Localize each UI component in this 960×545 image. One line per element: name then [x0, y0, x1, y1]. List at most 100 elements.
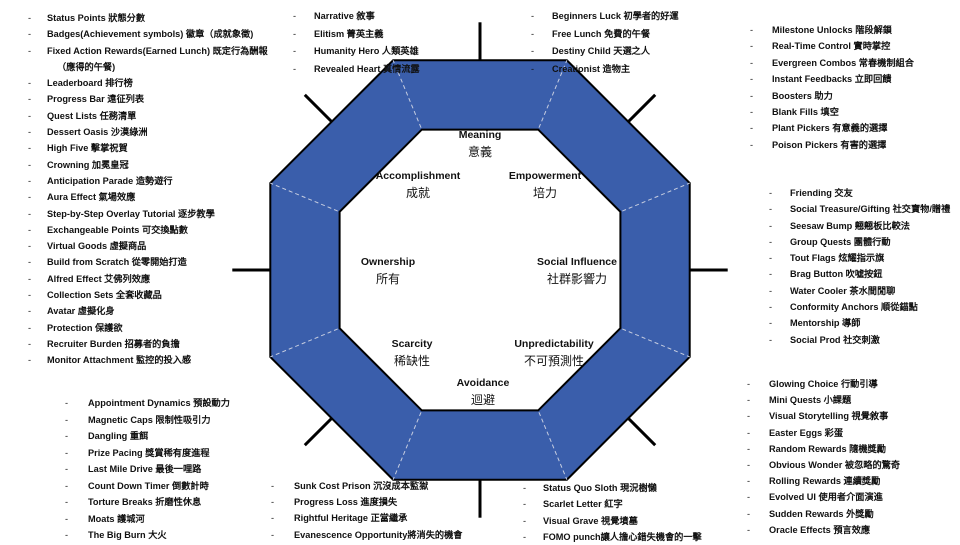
list-item: Beginners Luck 初學者的好運 [531, 8, 679, 26]
spoke-line [303, 414, 336, 447]
list-item: Easter Eggs 彩蛋 [747, 425, 900, 441]
drive-label-zh: 稀缺性 [393, 354, 430, 368]
list-item: Oracle Effects 預言效應 [747, 522, 900, 538]
drive-label-zh: 意義 [467, 145, 492, 159]
list-item: Evolved UI 使用者介面演進 [747, 489, 900, 505]
drive-label-en: Meaning [458, 129, 502, 141]
drive-label-scarcity: Scarcity 稀缺性 [392, 337, 433, 369]
list-item: Exchangeable Points 可交換點數 [28, 222, 268, 239]
drive-label-en: Scarcity [391, 338, 433, 350]
spoke-line [624, 93, 657, 126]
list-item: Conformity Anchors 順從錨點 [769, 299, 950, 316]
list-bottom-right-center: Status Quo Sloth 現況樹懶Scarlet Letter 紅字Vi… [523, 480, 702, 545]
list-item: Brag Button 吹噓按鈕 [769, 266, 950, 283]
list-item: Status Points 狀態分數 [28, 10, 268, 27]
list-item: Anticipation Parade 造勢遊行 [28, 173, 268, 190]
list-item: Sunk Cost Prison 沉沒成本監獄 [271, 478, 462, 494]
drive-label-zh: 不可預測性 [523, 354, 585, 368]
list-item: Sudden Rewards 外獎勵 [747, 506, 900, 522]
list-item: FOMO punch讓人擔心錯失機會的一擊 [523, 529, 702, 545]
list-item: Group Quests 團體行動 [769, 234, 950, 251]
list-item: Visual Grave 視覺墳墓 [523, 513, 702, 530]
list-item: Water Cooler 茶水間閒聊 [769, 283, 950, 300]
list-item: Blank Fills 填空 [750, 104, 914, 121]
list-item: Milestone Unlocks 階段解鎖 [750, 22, 914, 39]
drive-label-en: Accomplishment [375, 170, 461, 182]
list-item: Plant Pickers 有意義的選擇 [750, 120, 914, 137]
list-item-text: Fixed Action Rewards(Earned Lunch) 既定行為酬… [47, 45, 268, 56]
list-item: Narrative 敘事 [293, 8, 420, 26]
drive-label-en: Ownership [360, 256, 416, 268]
list-item: Crowning 加冕皇冠 [28, 157, 268, 174]
drive-label-unpredictability: Unpredictability 不可預測性 [514, 337, 593, 369]
list-item: Mini Quests 小課題 [747, 392, 900, 408]
list-top-right: Milestone Unlocks 階段解鎖Real-Time Control … [750, 22, 914, 154]
spoke-line [303, 93, 336, 126]
list-item: The Big Burn 大火 [65, 527, 230, 544]
inner-octagon [338, 128, 622, 412]
list-item: Social Treasure/Gifting 社交寶物/贈禮 [769, 201, 950, 218]
drive-label-zh: 迴避 [470, 393, 495, 407]
list-item: Alfred Effect 艾佛列效應 [28, 271, 268, 288]
drive-label-meaning: Meaning 意義 [459, 128, 502, 160]
list-item: Rolling Rewards 連續獎勵 [747, 473, 900, 489]
drive-label-en: Social Influence [537, 256, 617, 268]
list-item: Random Rewards 隨機獎勵 [747, 441, 900, 457]
list-top-right-center: Beginners Luck 初學者的好運Free Lunch 免費的午餐Des… [531, 8, 679, 78]
list-top-left: Status Points 狀態分數Badges(Achievement sym… [28, 10, 268, 369]
list-item: Fixed Action Rewards(Earned Lunch) 既定行為酬… [28, 43, 268, 76]
list-item: Progress Bar 遠征列表 [28, 91, 268, 108]
list-item: Torture Breaks 折磨性休息 [65, 494, 230, 511]
list-item: Collection Sets 全套收藏品 [28, 287, 268, 304]
list-item: Monitor Attachment 監控的投入感 [28, 352, 268, 369]
list-item: Scarlet Letter 紅字 [523, 496, 702, 513]
list-item: Friending 交友 [769, 185, 950, 202]
drive-label-en: Empowerment [508, 170, 582, 182]
list-item: Dessert Oasis 沙漠綠洲 [28, 124, 268, 141]
list-bottom-center: Sunk Cost Prison 沉沒成本監獄Progress Loss 進度損… [271, 478, 462, 543]
list-item: Quest Lists 任務清單 [28, 108, 268, 125]
drive-label-avoidance: Avoidance 迴避 [457, 376, 510, 408]
drive-label-en: Unpredictability [514, 338, 594, 350]
list-item: Evanescence Opportunity將消失的機會 [271, 527, 462, 543]
list-item: High Five 擊掌祝賀 [28, 140, 268, 157]
list-top-center: Narrative 敘事Elitism 菁英主義Humanity Hero 人類… [293, 8, 420, 78]
list-item: Rightful Heritage 正當繼承 [271, 510, 462, 526]
drive-label-ownership: Ownership 所有 [361, 255, 415, 287]
list-item: Real-Time Control 實時掌控 [750, 38, 914, 55]
drive-label-zh: 成就 [405, 186, 431, 200]
list-item: Appointment Dynamics 預設動力 [65, 395, 230, 412]
list-item: Progress Loss 進度損失 [271, 494, 462, 510]
list-item: Protection 保護欲 [28, 320, 268, 337]
list-item: Destiny Child 天選之人 [531, 43, 679, 61]
list-item: Prize Pacing 獎賞稀有度進程 [65, 445, 230, 462]
list-item: Tout Flags 炫耀指示旗 [769, 250, 950, 267]
list-item: Mentorship 導師 [769, 315, 950, 332]
list-item: Dangling 重餌 [65, 428, 230, 445]
list-item: Recruiter Burden 招募者的負擔 [28, 336, 268, 353]
list-item: Last Mile Drive 最後一哩路 [65, 461, 230, 478]
list-item: Visual Storytelling 視覺敘事 [747, 408, 900, 424]
list-item: Seesaw Bump 翹翹板比較法 [769, 218, 950, 235]
list-item: Avatar 虛擬化身 [28, 303, 268, 320]
drive-label-en: Avoidance [456, 377, 510, 389]
spoke-line [624, 414, 657, 447]
list-item: Creationist 造物主 [531, 61, 679, 79]
list-item: Social Prod 社交刺激 [769, 332, 950, 349]
list-item: Badges(Achievement symbols) 徽章（成就象徵) [28, 26, 268, 43]
list-item: Glowing Choice 行動引導 [747, 376, 900, 392]
list-bottom-left: Appointment Dynamics 預設動力Magnetic Caps 限… [65, 395, 230, 544]
list-item: Evergreen Combos 常春機制組合 [750, 55, 914, 72]
list-right: Friending 交友Social Treasure/Gifting 社交寶物… [769, 185, 950, 348]
list-bottom-right: Glowing Choice 行動引導Mini Quests 小課題Visual… [747, 376, 900, 538]
drive-label-zh: 社群影響力 [546, 272, 608, 286]
list-item: Virtual Goods 虛擬商品 [28, 238, 268, 255]
list-item: Elitism 菁英主義 [293, 26, 420, 44]
list-item: Magnetic Caps 限制性吸引力 [65, 412, 230, 429]
drive-label-zh: 所有 [375, 272, 401, 286]
list-item: Revealed Heart 真情流露 [293, 61, 420, 79]
list-item: Obvious Wonder 被忽略的驚奇 [747, 457, 900, 473]
list-item: Step-by-Step Overlay Tutorial 逐步教學 [28, 206, 268, 223]
drive-label-social-influence: Social Influence 社群影響力 [537, 255, 617, 287]
